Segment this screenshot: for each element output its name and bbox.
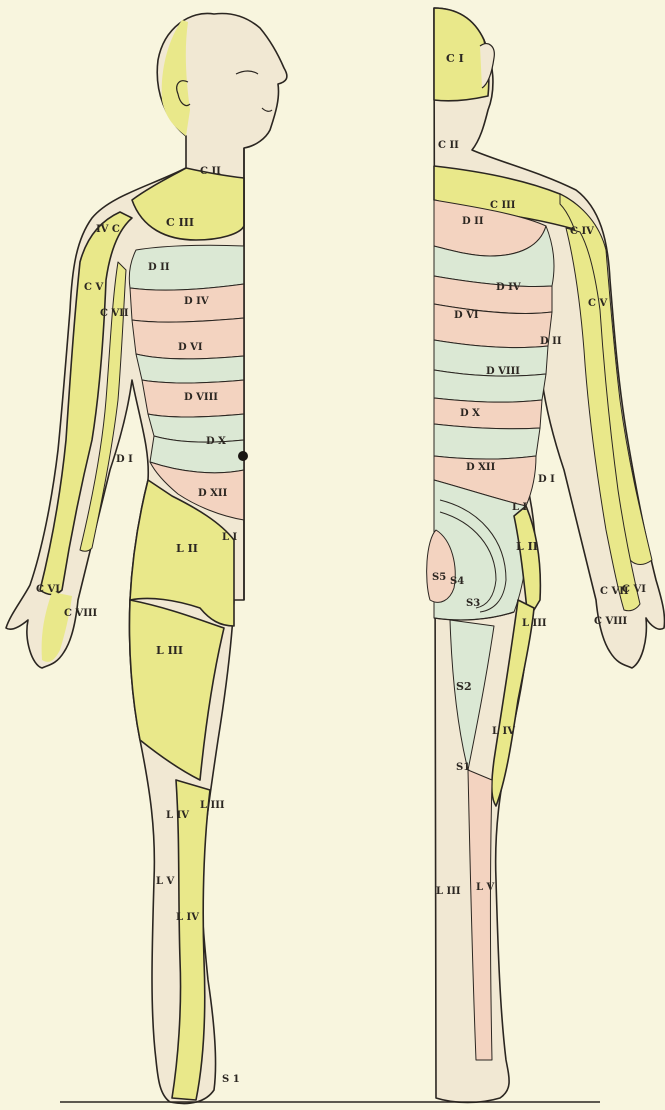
front-label-c7: C VII: [100, 308, 129, 319]
front-label-s1: S 1: [222, 1074, 240, 1085]
front-label-d1: D I: [116, 454, 133, 465]
front-label-l1: L I: [222, 532, 238, 543]
front-label-d2: D II: [148, 262, 170, 273]
back-label-l4: L IV: [492, 726, 515, 737]
back-label-l3: L III: [522, 618, 547, 629]
front-label-c3: C III: [166, 216, 194, 229]
front-label-c2: C II: [200, 166, 221, 177]
front-label-d8: D VIII: [184, 392, 218, 403]
back-label-s2: S2: [456, 680, 472, 693]
back-label-l3b: L III: [436, 886, 461, 897]
back-band-d10: [434, 398, 542, 429]
back-label-lv: L V: [476, 882, 495, 893]
front-umbilicus: [238, 451, 248, 461]
front-label-l3: L III: [156, 644, 183, 657]
back-label-d4: D IV: [496, 282, 521, 293]
back-label-c1: C I: [446, 52, 464, 65]
front-label-l2: L II: [176, 542, 198, 555]
back-label-d12: D XII: [466, 462, 496, 473]
back-label-s5: S5: [432, 572, 446, 583]
back-label-d1: D I: [538, 474, 555, 485]
front-figure: [6, 13, 287, 1103]
back-label-l1: L I: [512, 502, 528, 513]
front-label-l4b: L IV: [176, 912, 199, 923]
front-label-l5: L V: [156, 876, 175, 887]
back-label-d6: D VI: [454, 310, 479, 321]
front-label-l4: L IV: [166, 810, 189, 821]
front-label-c8: C VIII: [64, 608, 98, 619]
back-label-dx: D X: [460, 408, 480, 419]
front-label-c6: C VI: [36, 584, 60, 595]
back-label-c2: C II: [438, 140, 459, 151]
front-label-l3b: L III: [200, 800, 225, 811]
back-figure: [427, 8, 665, 1103]
back-band-d11: [434, 424, 540, 459]
back-label-c3: C III: [490, 200, 516, 211]
back-label-l2: L II: [516, 540, 538, 553]
front-label-dx: D X: [206, 436, 226, 447]
back-label-d8: D VIII: [486, 366, 520, 377]
front-band-d2: [129, 245, 244, 290]
front-label-c5: C V: [84, 282, 103, 293]
back-label-s3: S3: [466, 598, 480, 609]
front-label-d6: D VI: [178, 342, 203, 353]
back-label-c4: C IV: [570, 226, 594, 237]
back-label-s4: S4: [450, 576, 464, 587]
back-label-d2b: D II: [540, 336, 562, 347]
back-label-s1: S1: [456, 762, 470, 773]
back-label-c6: C VI: [622, 584, 646, 595]
front-label-d12: D XII: [198, 488, 228, 499]
back-label-d2: D II: [462, 216, 484, 227]
front-label-c4: IV C: [96, 224, 120, 235]
front-label-d4: D IV: [184, 296, 209, 307]
back-label-c8: C VIII: [594, 616, 628, 627]
back-label-c5: C V: [588, 298, 607, 309]
